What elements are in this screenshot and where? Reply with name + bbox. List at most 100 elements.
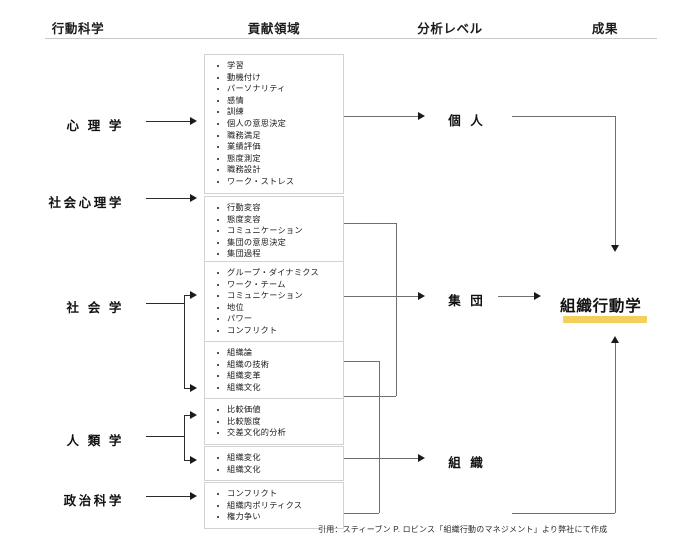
list-item: パワー <box>217 313 343 325</box>
list-item: 訓練 <box>217 106 343 118</box>
connector-group-dynamics-to-group <box>344 296 420 297</box>
connector-group-to-outcome <box>498 296 536 297</box>
list-item: 組織の技術 <box>217 359 343 371</box>
list-item: 職務満足 <box>217 130 343 142</box>
connector-anthropology-branch-orgchange <box>184 460 192 461</box>
list-item: ワーク・チーム <box>217 279 343 291</box>
connector-individual-to-outcome-v <box>615 116 616 247</box>
list-item: 学習 <box>217 60 343 72</box>
arrowhead-sociology-group <box>190 291 197 299</box>
arrowhead-psychology <box>190 117 197 125</box>
connector-org-theory-to-group-bus <box>344 396 396 397</box>
list-item: コミュニケーション <box>217 290 343 302</box>
contribution-box-comparative-values: 比較価値 比較態度 交差文化的分析 <box>204 398 344 445</box>
connector-social-psychology <box>146 198 192 199</box>
list-item: 交差文化的分析 <box>217 427 343 439</box>
connector-organization-to-outcome-h <box>512 513 615 514</box>
list-item: コミュニケーション <box>217 225 343 237</box>
list-item: ワーク・ストレス <box>217 176 343 188</box>
list-item: 業績評価 <box>217 141 343 153</box>
outcome-highlight-underline <box>563 316 647 323</box>
contribution-box-group-dynamics: グループ・ダイナミクス ワーク・チーム コミュニケーション 地位 パワー コンフ… <box>204 261 344 343</box>
discipline-label-political-science: 政治科学 <box>63 494 124 508</box>
analysis-level-individual: 個 人 <box>448 114 486 128</box>
column-header-contribution-area: 貢献領域 <box>247 22 301 36</box>
analysis-level-organization: 組 織 <box>448 456 486 470</box>
contribution-list-organization-theory: 組織論 組織の技術 組織変革 組織文化 <box>205 347 343 393</box>
list-item: 感情 <box>217 95 343 107</box>
list-item: 比較価値 <box>217 404 343 416</box>
list-item: 組織変革 <box>217 370 343 382</box>
arrowhead-outcome-from-group <box>534 292 541 300</box>
connector-comparative-values-to-org-bus <box>344 361 379 362</box>
list-item: コンフリクト <box>217 488 343 500</box>
arrowhead-individual <box>418 112 425 120</box>
contribution-box-politics: コンフリクト 組織内ポリティクス 権力争い <box>204 482 344 529</box>
arrowhead-outcome-from-individual <box>611 245 619 252</box>
list-item: 集団過程 <box>217 248 343 260</box>
list-item: 地位 <box>217 302 343 314</box>
contribution-list-politics: コンフリクト 組織内ポリティクス 権力争い <box>205 488 343 523</box>
connector-group-vertical-bus <box>396 223 397 396</box>
list-item: 職務設計 <box>217 164 343 176</box>
connector-sociology-branch-group <box>184 295 192 296</box>
contribution-list-org-change: 組織変化 組織文化 <box>205 452 343 475</box>
list-item: 比較態度 <box>217 416 343 428</box>
contribution-list-social-psychology: 行動変容 態度変容 コミュニケーション 集団の意思決定 集団過程 <box>205 202 343 260</box>
discipline-label-psychology: 心 理 学 <box>66 119 124 133</box>
list-item: 権力争い <box>217 511 343 523</box>
arrowhead-social-psychology <box>190 194 197 202</box>
contribution-box-social-psychology: 行動変容 態度変容 コミュニケーション 集団の意思決定 集団過程 <box>204 196 344 266</box>
connector-sociology-stem <box>146 303 184 304</box>
arrowhead-organization <box>418 454 425 462</box>
arrowhead-sociology-orgtheory <box>190 384 197 392</box>
connector-politics-to-org-bus <box>344 513 379 514</box>
column-header-analysis-level: 分析レベル <box>417 22 483 36</box>
list-item: グループ・ダイナミクス <box>217 267 343 279</box>
connector-social-psych-to-group-bus <box>344 223 396 224</box>
list-item: パーソナリティ <box>217 83 343 95</box>
list-item: 個人の意思決定 <box>217 118 343 130</box>
list-item: 組織内ポリティクス <box>217 500 343 512</box>
connector-anthropology-branch-values <box>184 415 192 416</box>
connector-box-psychology-to-individual <box>344 116 420 117</box>
arrowhead-outcome-from-organization <box>611 336 619 343</box>
arrowhead-anthropology-orgchange <box>190 456 197 464</box>
list-item: 行動変容 <box>217 202 343 214</box>
arrowhead-political-science <box>190 492 197 500</box>
connector-org-vertical-bus <box>379 361 380 513</box>
contribution-list-comparative-values: 比較価値 比較態度 交差文化的分析 <box>205 404 343 439</box>
list-item: 組織文化 <box>217 382 343 394</box>
list-item: 組織文化 <box>217 464 343 476</box>
column-header-behavioral-science: 行動科学 <box>51 22 105 36</box>
contribution-list-group-dynamics: グループ・ダイナミクス ワーク・チーム コミュニケーション 地位 パワー コンフ… <box>205 267 343 337</box>
list-item: 態度測定 <box>217 153 343 165</box>
contribution-box-organization-theory: 組織論 組織の技術 組織変革 組織文化 <box>204 341 344 400</box>
arrowhead-group <box>418 292 425 300</box>
list-item: 態度変容 <box>217 214 343 226</box>
connector-anthropology-stem <box>146 436 184 437</box>
analysis-level-group: 集 団 <box>448 294 486 308</box>
connector-individual-to-outcome-h <box>512 116 615 117</box>
list-item: 集団の意思決定 <box>217 237 343 249</box>
discipline-label-anthropology: 人 類 学 <box>66 434 124 448</box>
citation-text: 引用：スティーブン P. ロビンス「組織行動のマネジメント」より弊社にて作成 <box>318 525 608 534</box>
arrowhead-anthropology-values <box>190 411 197 419</box>
column-header-outcome: 成果 <box>591 22 619 36</box>
header-divider <box>45 38 657 39</box>
connector-org-change-to-organization <box>344 458 420 459</box>
list-item: 組織変化 <box>217 452 343 464</box>
list-item: 組織論 <box>217 347 343 359</box>
discipline-label-sociology: 社 会 学 <box>66 301 124 315</box>
outcome-node-label: 組織行動学 <box>560 298 642 315</box>
contribution-list-psychology: 学習 動機付け パーソナリティ 感情 訓練 個人の意思決定 職務満足 業績評価 … <box>205 60 343 188</box>
connector-sociology-branch-orgtheory <box>184 388 192 389</box>
connector-sociology-bus <box>184 295 185 389</box>
discipline-label-social-psychology: 社会心理学 <box>48 196 124 210</box>
list-item: 動機付け <box>217 72 343 84</box>
connector-political-science <box>146 496 192 497</box>
connector-anthropology-bus <box>184 415 185 461</box>
contribution-box-psychology: 学習 動機付け パーソナリティ 感情 訓練 個人の意思決定 職務満足 業績評価 … <box>204 54 344 194</box>
connector-psychology <box>146 121 192 122</box>
